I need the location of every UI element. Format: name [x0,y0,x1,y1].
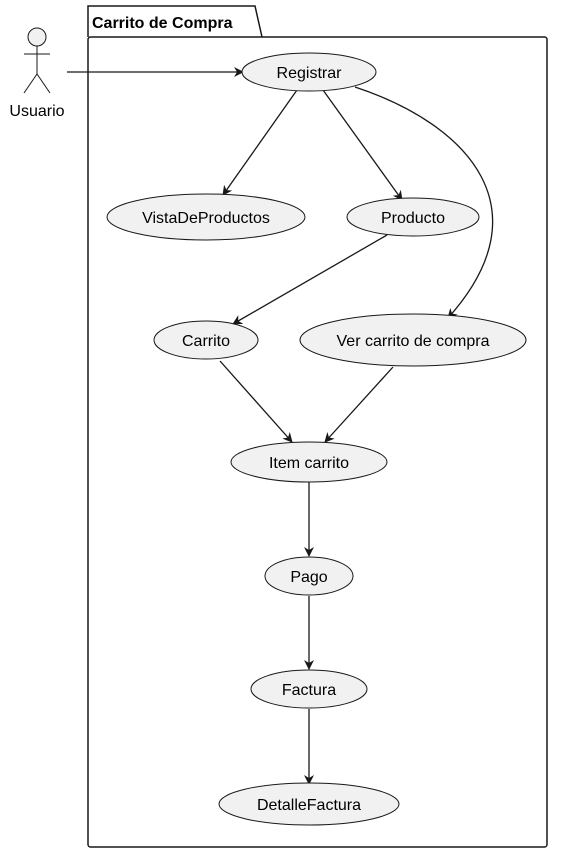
use-case-ver-carrito-de-compra: Ver carrito de compra [299,313,527,367]
use-case-producto-shape [346,197,480,237]
use-case-producto: Producto [346,197,480,237]
edge-ver-carrito-item [324,366,394,443]
use-case-vista-de-productos: VistaDeProductos [106,193,306,241]
actor-left-leg [23,73,38,94]
use-case-vista-label: VistaDeProductos [142,210,270,227]
edge-registrar-producto [322,89,403,201]
use-case-carrito-shape [153,320,259,360]
use-case-factura-label: Factura [282,682,336,699]
use-case-item-label: Item carrito [269,455,349,472]
edge-registrar-ver-carrito [354,86,494,319]
edge-carrito-item [219,360,293,443]
use-case-producto-label: Producto [381,210,445,227]
use-case-ver-carrito-shape [299,313,527,367]
package-body [87,36,548,848]
use-case-factura-shape [250,669,368,709]
use-case-vista-shape [106,193,306,241]
use-case-item-carrito: Item carrito [230,441,388,483]
actor-head [27,27,47,47]
actor-label: Usuario [9,103,64,120]
actor-usuario: Usuario [9,27,65,120]
connectors [67,67,494,785]
use-case-detalle-label: DetalleFactura [257,797,361,814]
use-case-registrar: Registrar [241,52,377,92]
use-case-carrito-label: Carrito [182,333,230,350]
use-case-registrar-label: Registrar [277,65,343,82]
use-case-factura: Factura [250,669,368,709]
edge-registrar-vista [222,89,298,196]
use-case-registrar-shape [241,52,377,92]
use-case-detalle-shape [218,782,400,826]
use-case-pago-shape [264,556,354,596]
actor-right-leg [36,73,51,94]
use-case-carrito: Carrito [153,320,259,360]
package-carrito-de-compra: Carrito de Compra [87,5,548,848]
use-case-pago-label: Pago [290,569,327,586]
edge-producto-carrito [232,234,388,325]
use-case-detalle-factura: DetalleFactura [218,782,400,826]
use-case-pago: Pago [264,556,354,596]
use-case-ver-carrito-label: Ver carrito de compra [337,333,490,350]
use-case-item-shape [230,441,388,483]
package-title: Carrito de Compra [92,15,233,32]
package-tab [87,5,263,38]
